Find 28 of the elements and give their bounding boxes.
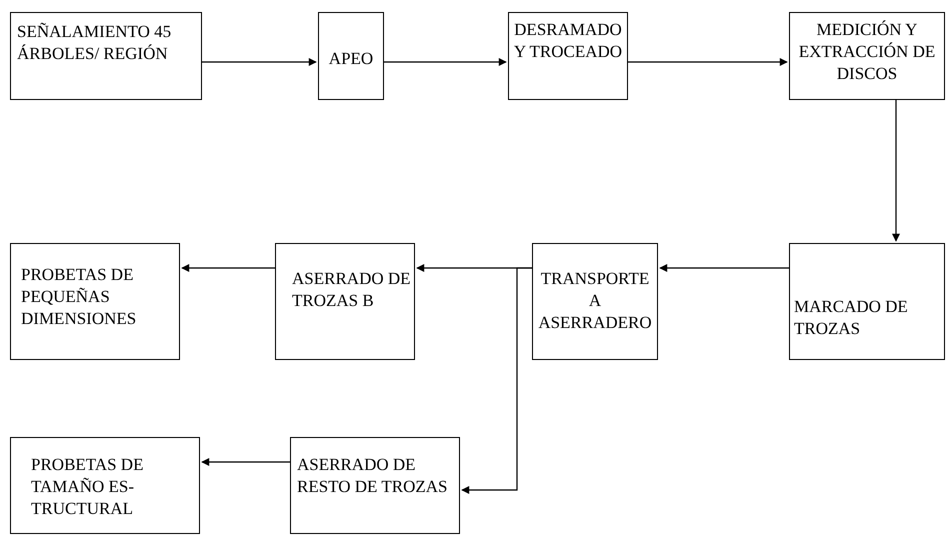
box-label: MEDICIÓN Y EXTRACCIÓN DE DISCOS: [798, 19, 936, 85]
box-label: PROBETAS DE TAMAÑO ES- TRUCTURAL: [31, 454, 144, 520]
box-label: DESRAMADO Y TROCEADO: [512, 19, 624, 63]
arrow: [202, 58, 317, 66]
arrow: [201, 458, 290, 466]
process-box: [10, 437, 200, 534]
box-label: APEO: [328, 48, 374, 70]
box-label: MARCADO DE TROZAS: [794, 296, 909, 340]
process-box: [789, 12, 945, 100]
arrow: [181, 264, 275, 272]
process-box: [275, 243, 415, 360]
box-label: ASERRADO DE TROZAS B: [292, 268, 412, 312]
box-label: ASERRADO DE RESTO DE TROZAS: [297, 454, 449, 498]
box-label: TRANSPORTE A ASERRADERO: [537, 268, 653, 334]
arrow: [461, 267, 532, 494]
arrow: [628, 58, 788, 66]
process-box: [10, 12, 202, 100]
process-box: [532, 243, 658, 360]
box-label: SEÑALAMIENTO 45 ÁRBOLES/ REGIÓN: [17, 21, 172, 65]
box-label: PROBETAS DE PEQUEÑAS DIMENSIONES: [21, 264, 138, 330]
process-box: [508, 12, 628, 100]
process-box: [290, 437, 460, 534]
arrow: [892, 100, 900, 242]
process-box: [318, 12, 384, 100]
arrow: [384, 58, 507, 66]
process-box: [789, 243, 945, 360]
arrow: [659, 264, 789, 272]
process-box: [10, 243, 180, 360]
